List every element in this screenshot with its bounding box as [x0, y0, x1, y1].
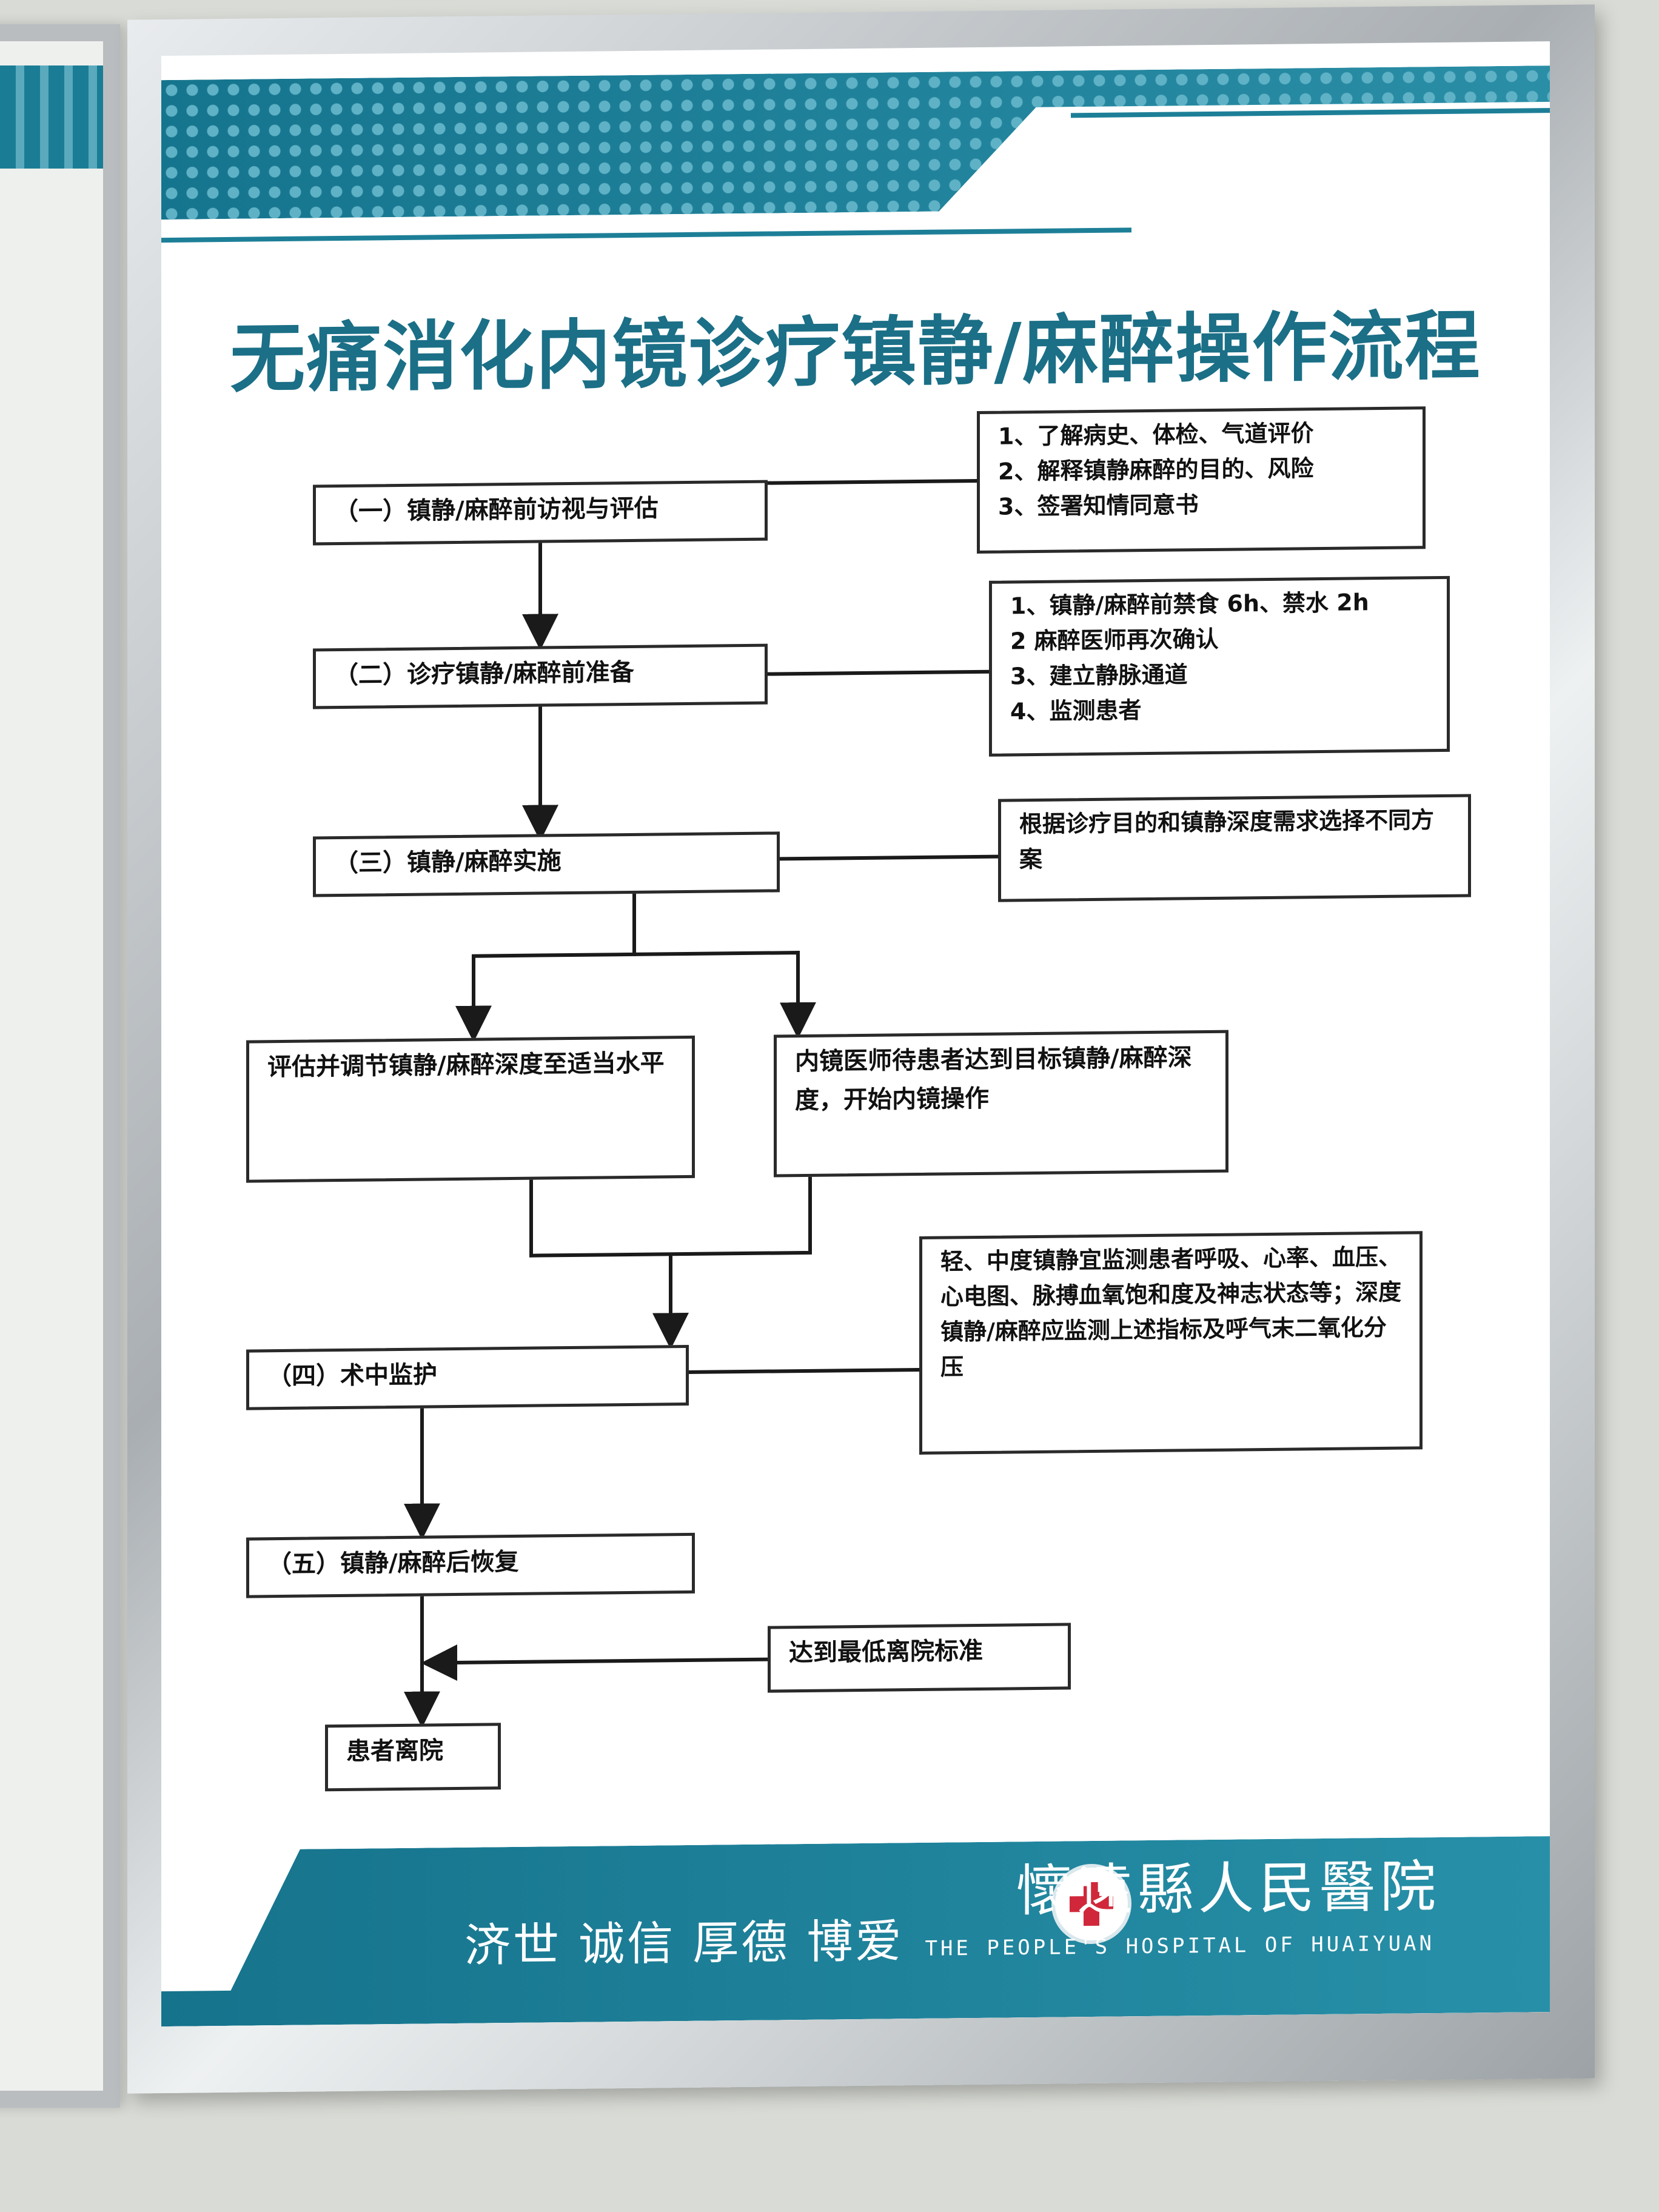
note-1-box: 1、了解病史、体检、气道评价 2、解释镇静麻醉的目的、风险 3、签署知情同意书 [977, 406, 1426, 554]
poster-frame: 无痛消化内镜诊疗镇静/麻醉操作流程 [127, 4, 1595, 2094]
arrow-s3-right-line [634, 951, 800, 1032]
adjacent-poster-stripe [0, 65, 103, 169]
note-2-line-4: 4、监测患者 [1010, 697, 1142, 725]
branch-left-text: 评估并调节镇静/麻醉深度至适当水平 [267, 1049, 665, 1082]
note-4-box: 轻、中度镇静宜监测患者呼吸、心率、血压、心电图、脉搏血氧饱和度及神志状态等；深度… [919, 1231, 1423, 1455]
adjacent-poster-frame [0, 24, 120, 2108]
flowchart: （一）镇静/麻醉前访视与评估 1、了解病史、体检、气道评价 2、解释镇静麻醉的目… [161, 41, 1550, 2026]
end-label: 患者离院 [346, 1737, 443, 1766]
note-2-line-3: 3、建立静脉通道 [1010, 661, 1188, 690]
step-4-box: （四）术中监护 [246, 1344, 689, 1410]
branch-left-box: 评估并调节镇静/麻醉深度至适当水平 [246, 1035, 695, 1183]
note-4-text: 轻、中度镇静宜监测患者呼吸、心率、血压、心电图、脉搏血氧饱和度及神志状态等；深度… [940, 1243, 1402, 1381]
note-3-text: 根据诊疗目的和镇静深度需求选择不同方案 [1019, 806, 1435, 873]
step-5-label: （五）镇静/麻醉后恢复 [267, 1547, 519, 1579]
arrow-n5-flow [421, 1644, 768, 1681]
note-3-box: 根据诊疗目的和镇静深度需求选择不同方案 [998, 794, 1471, 902]
note-5-box: 达到最低离院标准 [768, 1623, 1071, 1693]
flow-connectors [404, 478, 998, 1728]
step-2-label: （二）诊疗镇静/麻醉前准备 [334, 658, 634, 690]
link-s4-n4 [689, 1367, 919, 1374]
note-2-line-2: 2 麻醉医师再次确认 [1010, 625, 1219, 655]
branch-right-text: 内镜医师待患者达到目标镇静/麻醉深度，开始内镜操作 [795, 1044, 1192, 1115]
step-5-box: （五）镇静/麻醉后恢复 [246, 1532, 695, 1598]
step-3-label: （三）镇静/麻醉实施 [334, 847, 561, 878]
branch-right-box: 内镜医师待患者达到目标镇静/麻醉深度，开始内镜操作 [774, 1030, 1228, 1178]
hospital-name: 懷遠縣人民醫院 [1016, 1854, 1441, 1924]
note-1-line-2: 2、解释镇静麻醉的目的、风险 [998, 455, 1314, 485]
link-s1-n1 [768, 478, 977, 485]
link-s2-n2 [768, 669, 989, 676]
step-1-label: （一）镇静/麻醉前访视与评估 [334, 494, 659, 526]
note-2-line-1: 1、镇静/麻醉前禁食 6h、禁水 2h [1010, 589, 1369, 620]
arrow-s3-left [455, 890, 636, 1042]
step-3-box: （三）镇静/麻醉实施 [313, 831, 780, 897]
note-2-box: 1、镇静/麻醉前禁食 6h、禁水 2h 2 麻醉医师再次确认 3、建立静脉通道 … [989, 575, 1450, 757]
merge-line [529, 1173, 812, 1258]
step-2-box: （二）诊疗镇静/麻醉前准备 [313, 643, 768, 709]
poster: 无痛消化内镜诊疗镇静/麻醉操作流程 [161, 41, 1550, 2027]
note-1-line-3: 3、签署知情同意书 [998, 491, 1199, 520]
end-box: 患者离院 [325, 1723, 501, 1792]
footer-slogan: 济世 诚信 厚德 博爱 [464, 1914, 904, 1972]
link-s3-n3 [780, 854, 998, 861]
note-1-line-1: 1、了解病史、体检、气道评价 [998, 420, 1314, 450]
note-5-text: 达到最低离院标准 [789, 1637, 983, 1667]
step-1-box: （一）镇静/麻醉前访视与评估 [313, 480, 768, 546]
step-4-label: （四）术中监护 [267, 1361, 437, 1391]
